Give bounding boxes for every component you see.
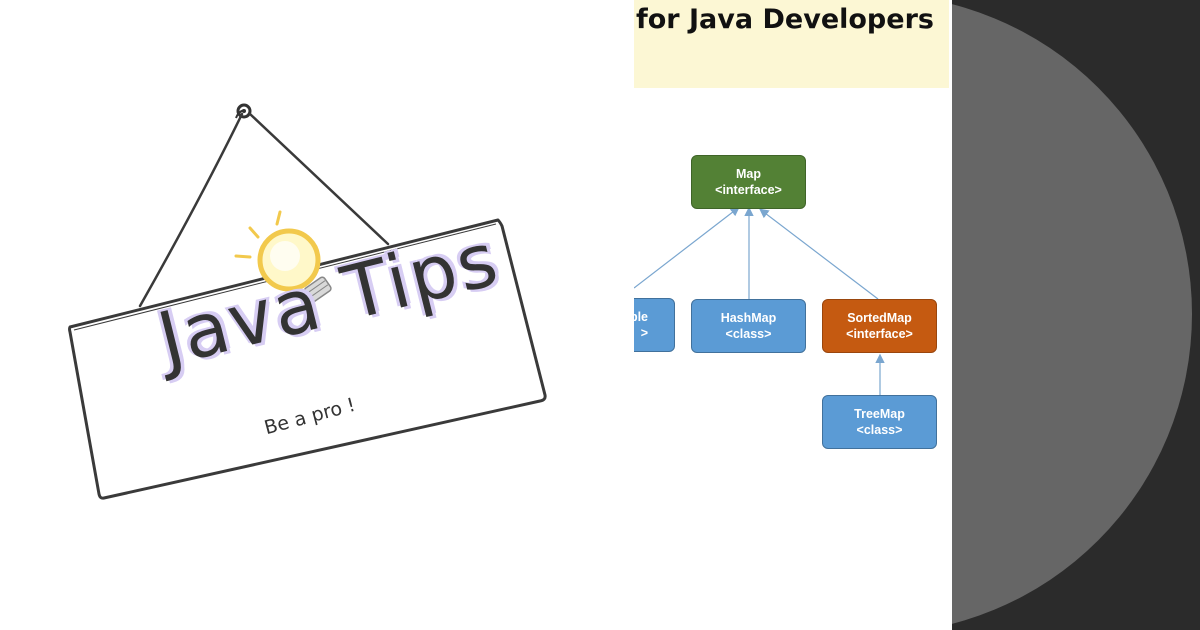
nail-icon <box>235 103 252 119</box>
node-map-kind: <interface> <box>715 183 782 197</box>
java-tips-sign-illustration: Java Tips Be a pro ! <box>68 103 547 500</box>
node-map-name: Map <box>736 167 761 181</box>
node-map: Map <interface> <box>691 155 806 209</box>
diagram-edges <box>634 206 885 395</box>
node-hashmap-kind: <class> <box>725 327 772 341</box>
node-sortedmap: SortedMap <interface> <box>822 299 937 353</box>
edge-hashtable-map <box>634 206 740 289</box>
lightbulb-icon <box>234 210 332 303</box>
dark-side-panel <box>952 0 1200 630</box>
map-hierarchy-diagram: Map <interface> ble > HashMap <class> So… <box>634 88 952 630</box>
node-hashmap-name: HashMap <box>720 311 777 325</box>
book-title: for Java Developers <box>636 4 934 35</box>
node-sortedmap-kind: <interface> <box>846 327 913 341</box>
book-title-banner: for Java Developers <box>634 0 949 88</box>
node-hashmap: HashMap <class> <box>691 299 806 353</box>
node-hashtable: ble > <box>634 298 675 352</box>
node-treemap-kind: <class> <box>856 423 903 437</box>
node-hashtable-kind: > <box>640 326 648 340</box>
node-treemap: TreeMap <class> <box>822 395 937 449</box>
node-treemap-name: TreeMap <box>854 407 905 421</box>
circle-graphic <box>952 4 1192 624</box>
node-sortedmap-name: SortedMap <box>847 311 912 325</box>
node-hashtable-name: ble <box>634 310 648 324</box>
edge-sortedmap-map <box>759 208 879 300</box>
sign-drawing <box>68 103 547 500</box>
sign-board <box>68 218 547 500</box>
